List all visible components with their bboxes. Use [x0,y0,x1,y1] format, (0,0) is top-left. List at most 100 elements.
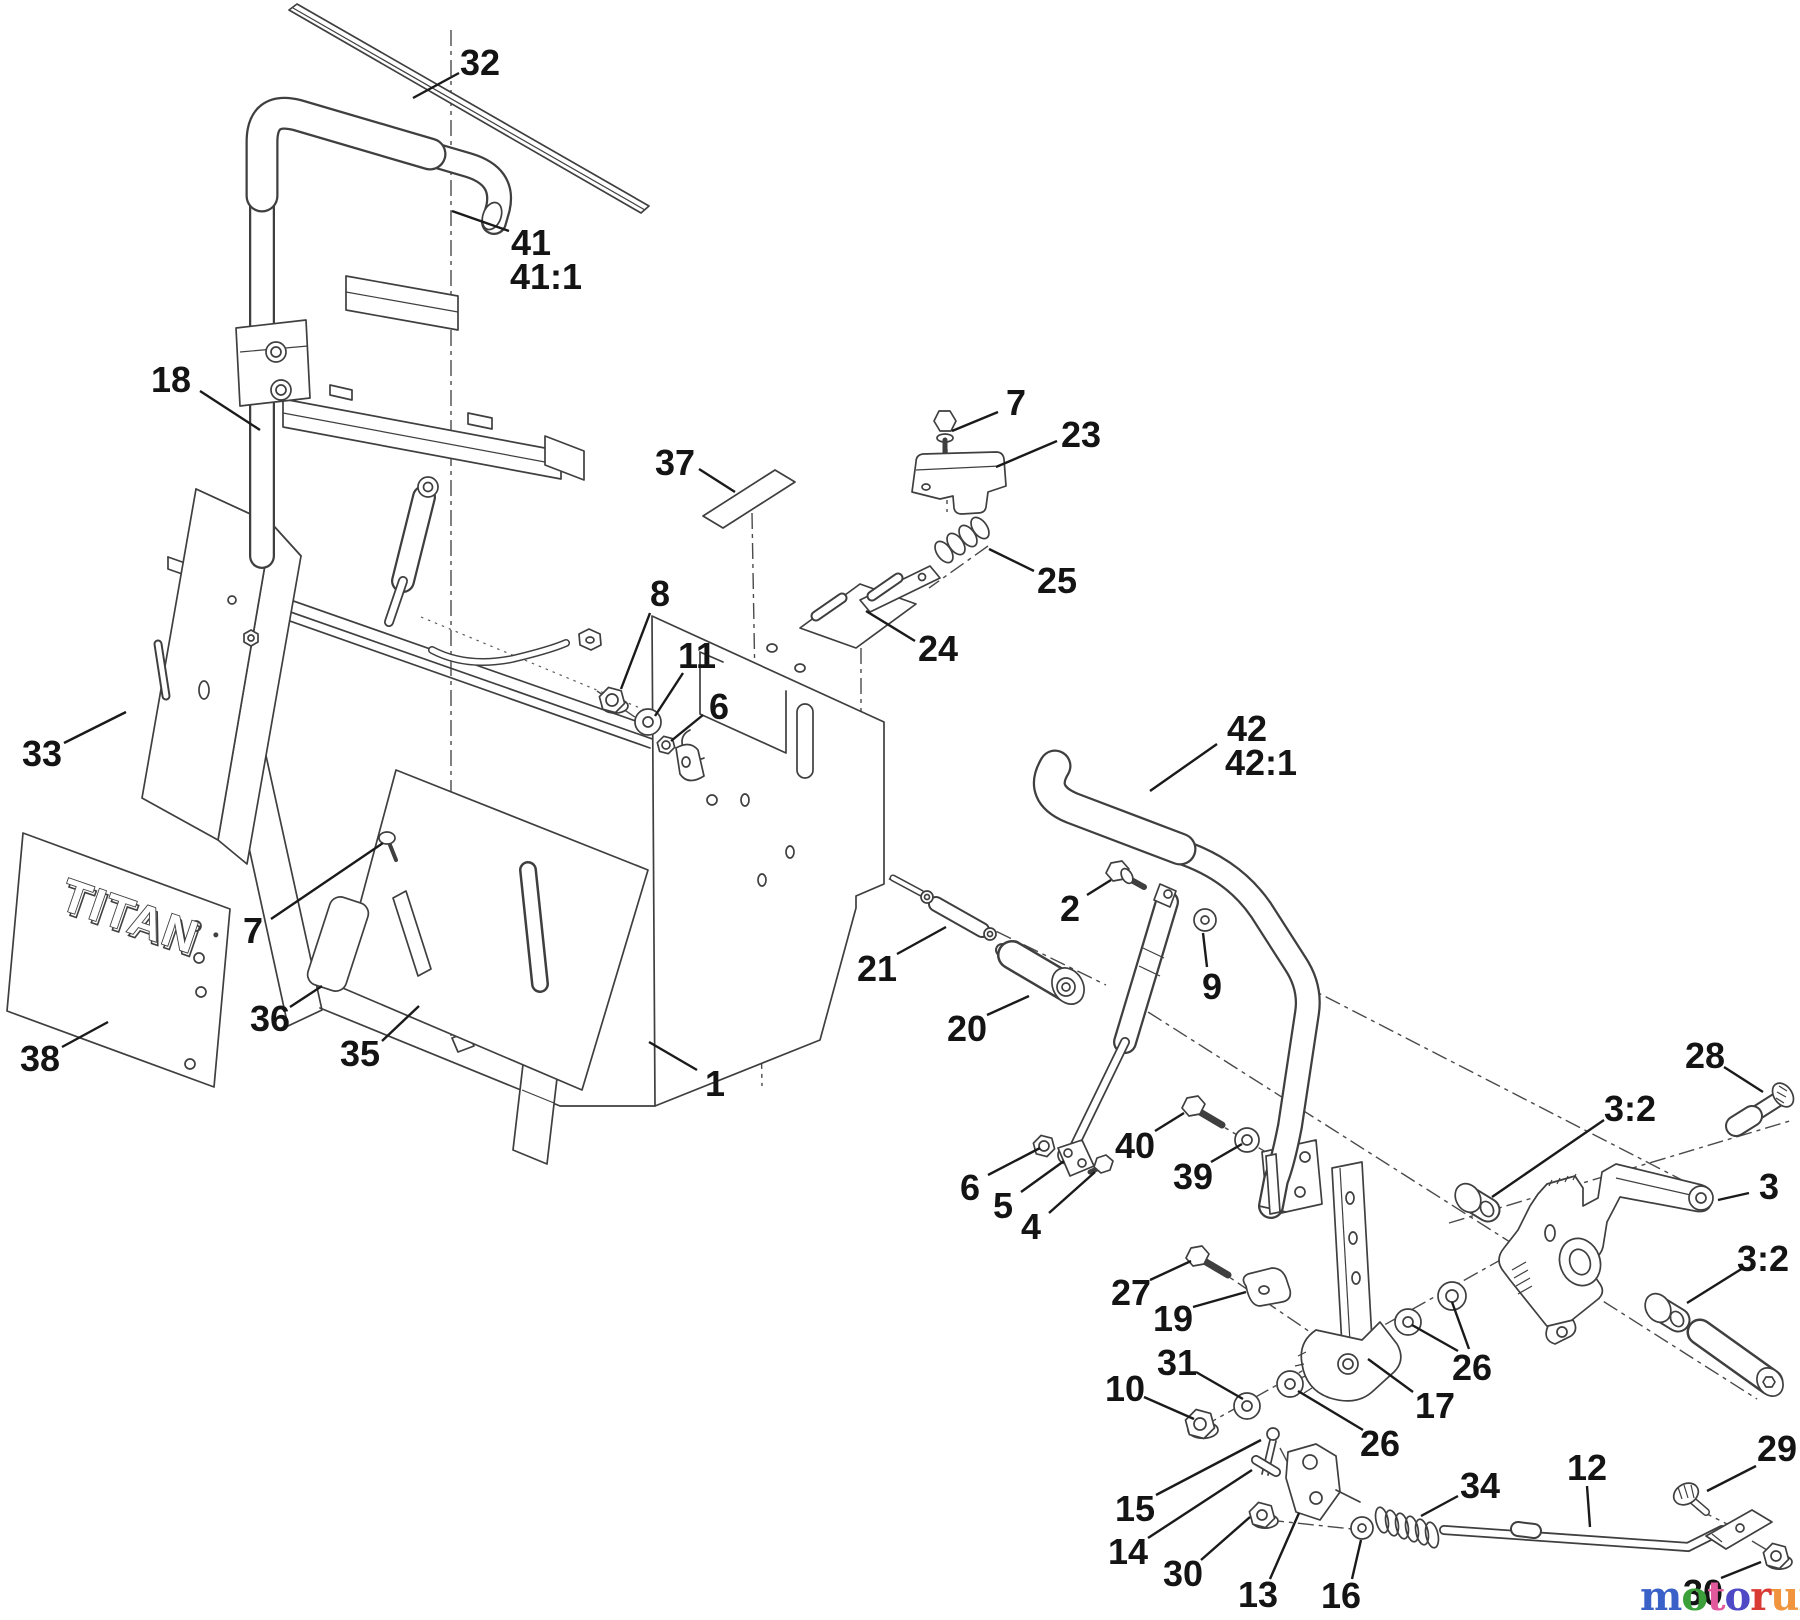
part-callout-35: 35 [340,1033,380,1074]
leader-line-32 [412,71,460,100]
leader-line-9 [1201,932,1209,968]
leader-line-41 [451,209,510,233]
part-rod-12 [1439,1509,1773,1553]
part-rollbar-42 [1032,749,1323,1219]
hex-nut-bore [1770,1550,1782,1562]
part-callout-9: 9 [1202,966,1222,1007]
part-callout-20: 20 [947,1008,987,1049]
washer [983,927,997,941]
leader-line-24 [865,609,916,643]
leader-line-34 [1420,1494,1459,1518]
part-callout-6: 6 [960,1167,980,1208]
callout-labels: 324141:11837723252481164242:129212033736… [20,42,1797,1616]
part-top-rail [282,275,585,481]
leader-line-16 [1350,1539,1363,1580]
part-callout-24: 24 [918,628,958,669]
part-callout-4: 4 [1021,1206,1041,1247]
leader-line-2 [1086,878,1112,897]
part-callout-30: 30 [1683,1572,1723,1613]
hex-nut [1248,1501,1276,1529]
part-spring-34 [1374,1506,1440,1549]
part-spacer-22 [1686,1318,1784,1397]
part-pin-28 [1725,1082,1795,1137]
part-callout-13: 13 [1238,1574,1278,1615]
part-callout-2: 2 [1060,888,1080,929]
leader-line-20 [986,994,1030,1017]
leader-line-30 [1720,1560,1762,1580]
leader-line-6 [670,714,704,742]
leader-line-17 [1367,1358,1414,1393]
leader-line-33 [63,710,127,745]
hex-nut-bore [1038,1140,1050,1152]
part-callout-7: 7 [1006,382,1026,423]
part-callout-3:2: 3:2 [1604,1088,1656,1129]
washer [1276,1370,1304,1398]
part-callout-34: 34 [1460,1465,1500,1506]
part-decal-37 [702,469,796,529]
part-rod-21 [889,874,990,938]
part-callout-40: 40 [1115,1125,1155,1166]
leader-line-39 [1210,1142,1243,1164]
part-callout-3:2: 3:2 [1737,1238,1789,1279]
leader-line-25 [988,547,1035,573]
leader-line-19 [1192,1290,1247,1309]
leader-line-14 [1147,1468,1253,1540]
leader-line-35 [381,1005,420,1042]
part-cable [428,628,602,666]
part-knob-20 [995,940,1085,1005]
part-callout-25: 25 [1037,560,1077,601]
leader-line-10 [1143,1395,1195,1421]
washer-bore [986,930,994,938]
washer-bore [1241,1400,1253,1412]
leader-line-15 [1155,1438,1262,1497]
part-callout-21: 21 [857,948,897,989]
leader-line-3:2 [1491,1119,1605,1198]
hex-nut [598,686,626,714]
part-callout-8: 8 [650,573,670,614]
washer-bore [923,893,931,901]
part-clevis-13 [1285,1443,1361,1521]
washer-bore [1402,1316,1414,1328]
leader-line-26 [1450,1301,1471,1350]
part-spring-25 [934,516,990,564]
callout-leaders [61,71,1764,1580]
washer-bore [1241,1134,1253,1146]
leader-line-21 [896,925,947,956]
part-callout-1: 1 [705,1063,725,1104]
washer [1233,1392,1261,1420]
watermark-motoruf-logo[interactable]: motoruf.de [1640,1573,1800,1620]
part-callout-39: 39 [1173,1156,1213,1197]
part-callout-10: 10 [1105,1368,1145,1409]
part-bushing-lower [1644,1292,1691,1333]
part-knuckle-3 [1498,1163,1714,1345]
part-callout-15: 15 [1115,1488,1155,1529]
leader-line-31 [1195,1370,1244,1401]
hex-nut-bore [1256,1509,1268,1521]
washer [1350,1516,1374,1540]
leader-line-11 [653,672,685,717]
part-callout-41:1: 41:1 [510,256,582,297]
leader-line-3 [1717,1191,1750,1202]
leader-line-38 [61,1020,109,1049]
part-bolt-29 [1672,1482,1710,1516]
leader-line-5 [1020,1160,1065,1193]
washer-bore [1357,1523,1367,1533]
part-bolt-27 [1185,1245,1232,1279]
leader-line-27 [1149,1259,1192,1282]
part-callout-14: 14 [1108,1531,1148,1572]
hex-nut [1762,1542,1790,1570]
part-callout-18: 18 [151,359,191,400]
leader-line-8 [619,612,652,690]
hex-nut-bore [605,693,619,707]
part-bolt-7a [933,410,957,456]
part-callout-12: 12 [1567,1447,1607,1488]
leader-line-7 [270,842,384,920]
washer [920,890,934,904]
part-callout-30: 30 [1163,1553,1203,1594]
leader-line-7 [951,410,999,433]
leader-line-36 [289,984,323,1009]
part-callout-3: 3 [1759,1166,1779,1207]
part-callout-42:1: 42:1 [1225,742,1297,783]
part-callout-31: 31 [1157,1342,1197,1383]
